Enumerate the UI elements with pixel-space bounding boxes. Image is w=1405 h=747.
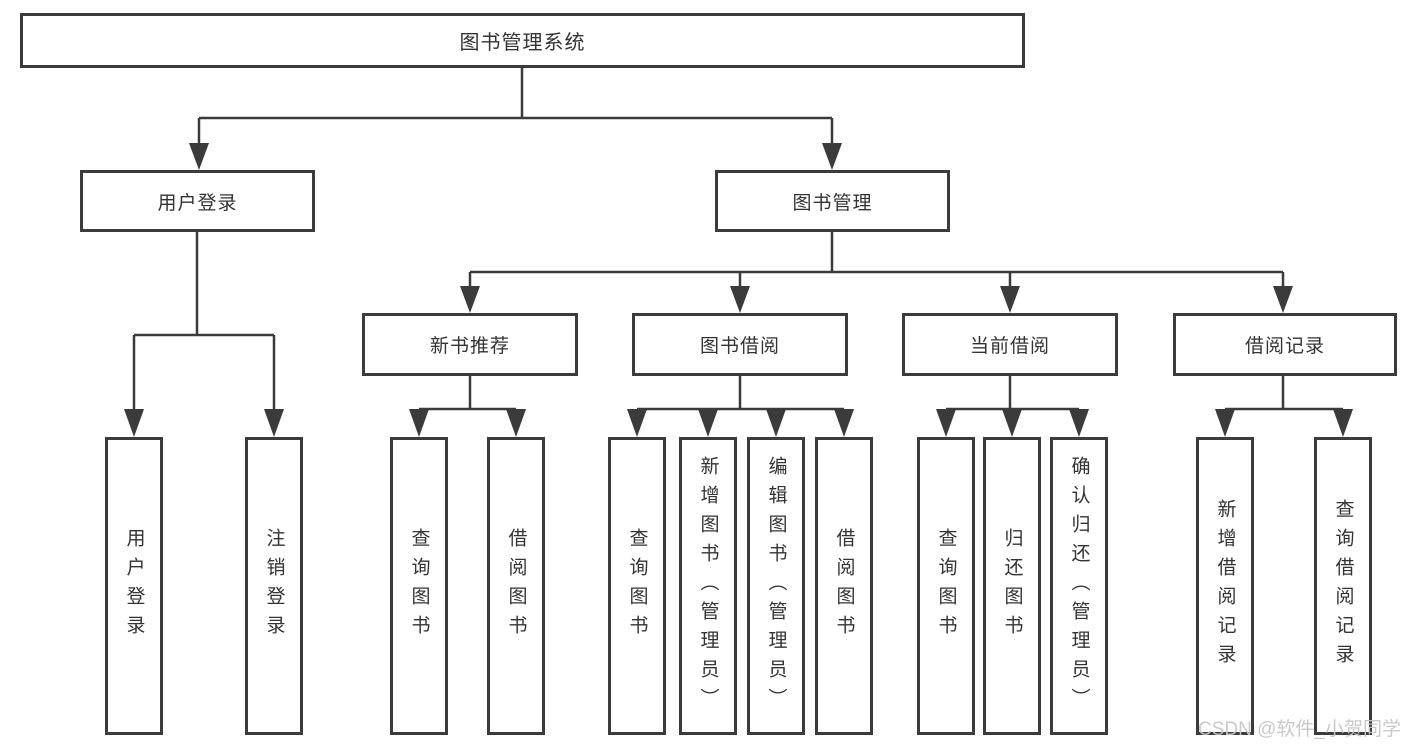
leaf-records-add-record: 新增借阅记录 xyxy=(1196,437,1254,735)
leaf-borrowing-add-books-admin: 新增图书（管理员） xyxy=(679,437,737,735)
leaf-logout: 注销登录 xyxy=(245,437,303,735)
leaf-borrowing-query-books: 查询图书 xyxy=(608,437,666,735)
leaf-newbooks-borrow-books: 借阅图书 xyxy=(487,437,545,735)
leaf-user-login: 用户登录 xyxy=(105,437,163,735)
leaf-label: 注销登录 xyxy=(263,528,285,644)
leaf-label: 借阅图书 xyxy=(505,528,527,644)
leaf-current-confirm-return-admin: 确认归还（管理员） xyxy=(1050,437,1108,735)
node-book-borrowing: 图书借阅 xyxy=(632,313,848,376)
leaf-label: 编辑图书（管理员） xyxy=(765,455,787,717)
csdn-watermark: CSDN @软件_小贺同学 xyxy=(1198,719,1401,740)
leaf-records-query-record: 查询借阅记录 xyxy=(1314,437,1372,735)
leaf-label: 归还图书 xyxy=(1001,528,1023,644)
leaf-label: 借阅图书 xyxy=(833,528,855,644)
leaf-label: 查询图书 xyxy=(935,528,957,644)
leaf-label: 新增图书（管理员） xyxy=(697,455,719,717)
leaf-label: 确认归还（管理员） xyxy=(1068,455,1090,717)
node-current-borrowing: 当前借阅 xyxy=(902,313,1118,376)
arrowhead-icons xyxy=(124,143,1353,437)
node-new-book-recommend: 新书推荐 xyxy=(362,313,578,376)
leaf-label: 新增借阅记录 xyxy=(1214,499,1236,673)
node-root-library-system: 图书管理系统 xyxy=(20,13,1025,68)
leaf-label: 查询图书 xyxy=(626,528,648,644)
node-user-login: 用户登录 xyxy=(80,170,315,232)
leaf-label: 查询借阅记录 xyxy=(1332,499,1354,673)
leaf-current-query-books: 查询图书 xyxy=(917,437,975,735)
leaf-label: 查询图书 xyxy=(408,528,430,644)
leaf-borrowing-edit-books-admin: 编辑图书（管理员） xyxy=(747,437,805,735)
leaf-current-return-books: 归还图书 xyxy=(983,437,1041,735)
leaf-label: 用户登录 xyxy=(123,528,145,644)
leaf-newbooks-query-books: 查询图书 xyxy=(390,437,448,735)
node-book-management: 图书管理 xyxy=(715,170,950,232)
node-borrowing-records: 借阅记录 xyxy=(1173,313,1397,376)
leaf-borrowing-borrow-books: 借阅图书 xyxy=(815,437,873,735)
